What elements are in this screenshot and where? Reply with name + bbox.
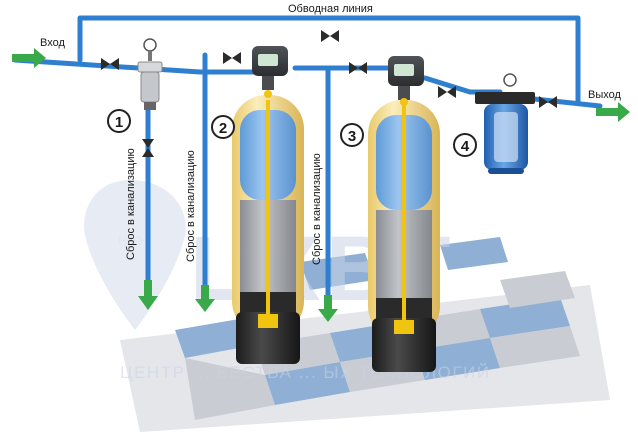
pressure-gauge-icon [503, 73, 517, 87]
softener-tank-2 [368, 56, 440, 372]
gate-valve-icon [438, 86, 456, 98]
step-number-3: 3 [348, 128, 356, 145]
bypass-label: Обводная линия [288, 3, 373, 15]
pressure-gauge-icon [143, 38, 157, 52]
drain-arrow-3-icon [318, 295, 338, 322]
gate-valve-icon [321, 30, 339, 42]
line-to-filter [422, 75, 503, 95]
inlet-pipe [12, 57, 258, 75]
cartridge-filter-icon [475, 73, 535, 174]
drain-label-3: Сброс в канализацию [311, 153, 323, 265]
gate-valve-icon [101, 58, 119, 70]
flow-arrows [12, 48, 630, 322]
watermark-pin-icon [84, 180, 186, 330]
inlet-arrow-icon [12, 48, 46, 68]
inlet-label: Вход [40, 37, 65, 49]
gate-valve-icon [539, 96, 557, 108]
drain-label-2: Сброс в канализацию [185, 150, 197, 262]
gate-valve-icon [349, 62, 367, 74]
riser-tube [402, 104, 406, 332]
tank-base [372, 318, 436, 372]
step-number-4: 4 [461, 138, 470, 155]
step-number-1: 1 [115, 114, 123, 131]
prefilter-1 [137, 38, 163, 110]
valves [101, 30, 557, 157]
control-head-icon [252, 46, 288, 98]
gate-valve-icon [142, 139, 154, 157]
gate-valve-icon [223, 52, 241, 64]
drain-label-1: Сброс в канализацию [125, 148, 137, 260]
drain-arrow-2-icon [195, 285, 215, 312]
step-number-2: 2 [219, 120, 227, 137]
softener-tank-1 [232, 46, 304, 364]
drain-arrow-1-icon [138, 280, 158, 310]
riser-tube [266, 100, 270, 328]
tank-base [236, 312, 300, 364]
control-head-icon [388, 56, 424, 106]
step-markers: 1 2 3 4 [107, 109, 477, 157]
outlet-pipe [522, 95, 603, 109]
outlet-label: Выход [588, 89, 621, 101]
watermark-small: H2O [118, 234, 143, 248]
bypass-pipe [77, 15, 581, 105]
outlet-arrow-icon [596, 102, 630, 122]
